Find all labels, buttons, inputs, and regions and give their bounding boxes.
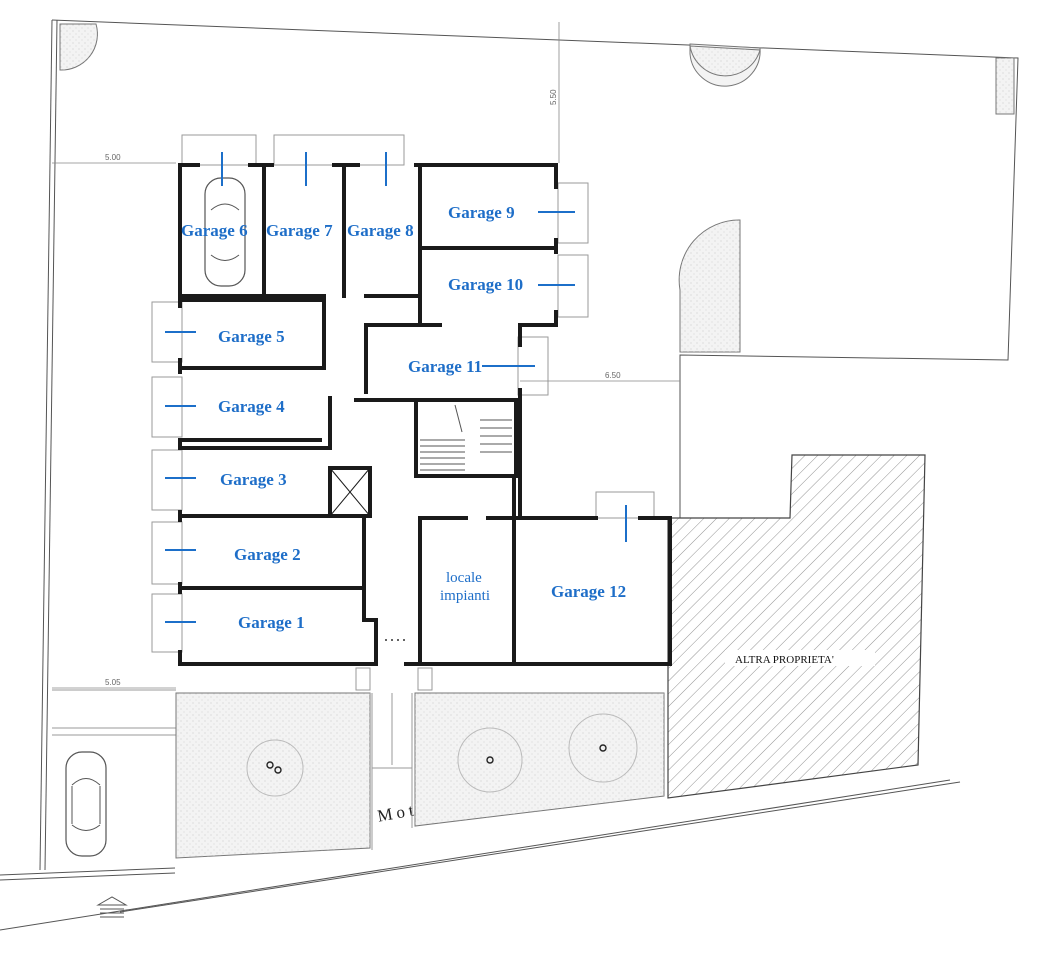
dimension-right: 6.50 xyxy=(605,371,621,380)
garage-5-label: Garage 5 xyxy=(218,327,285,346)
other-property-label: ALTRA PROPRIETA' xyxy=(735,654,834,666)
garage-12-label: Garage 12 xyxy=(551,582,626,601)
entry-path xyxy=(355,667,433,850)
street-edge xyxy=(0,779,961,931)
door-marks xyxy=(165,152,627,623)
car-icon-street xyxy=(65,751,107,857)
entry-dots xyxy=(385,639,405,641)
staircase-icon xyxy=(420,404,512,471)
front-garden-left xyxy=(175,692,371,859)
dimension-bottom-left: 5.05 xyxy=(105,678,121,687)
garage-9-label: Garage 9 xyxy=(448,203,515,222)
dimension-top-left: 5.00 xyxy=(105,153,121,162)
garage-10-label: Garage 10 xyxy=(448,275,523,294)
garage-2-label: Garage 2 xyxy=(234,545,301,564)
planter-top-left xyxy=(59,23,98,71)
garage-7-label: Garage 7 xyxy=(266,221,333,240)
door-aprons xyxy=(151,134,655,653)
entry-arrow-icon xyxy=(96,896,128,918)
garage-6-label: Garage 6 xyxy=(181,221,248,240)
technical-room-label-line2: impianti xyxy=(440,588,490,604)
garage-3-label: Garage 3 xyxy=(220,470,287,489)
garage-1-label: Garage 1 xyxy=(238,613,305,632)
car-icon-garage-6 xyxy=(204,177,246,287)
dimension-top-vertical: 5.50 xyxy=(549,89,558,105)
dimension-lines xyxy=(52,22,680,689)
garage-8-label: Garage 8 xyxy=(347,221,414,240)
building-walls xyxy=(178,163,672,666)
other-property-area: ALTRA PROPRIETA' xyxy=(667,454,926,799)
planter-right xyxy=(678,219,741,353)
planter-top-middle xyxy=(689,43,761,87)
garage-4-label: Garage 4 xyxy=(218,397,285,416)
technical-room-label-line1: locale xyxy=(446,570,482,586)
front-garden-right xyxy=(414,692,665,827)
garage-11-label: Garage 11 xyxy=(408,357,482,376)
planter-top-right xyxy=(995,57,1015,115)
